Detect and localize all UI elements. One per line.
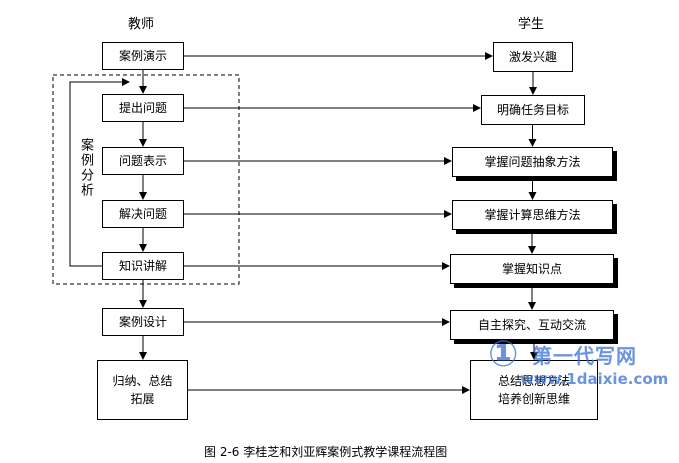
- teacher-step-case-demo: 案例演示: [102, 42, 184, 70]
- teacher-step-case-design: 案例设计: [102, 308, 184, 336]
- teacher-step-knowledge-lecture: 知识讲解: [102, 252, 184, 280]
- student-step-clarify-goal: 明确任务目标: [481, 95, 585, 125]
- case-analysis-label: 案例分析: [78, 138, 93, 198]
- student-step-abstraction-method: 掌握问题抽象方法: [452, 147, 613, 177]
- watermark-glyph: ①: [488, 334, 519, 375]
- watermark-sub: www.1daixie.com: [520, 370, 669, 388]
- loop-back-connector: [69, 78, 130, 267]
- figure-caption: 图 2-6 李桂芝和刘亚辉案例式教学课程流程图: [204, 445, 448, 459]
- student-step-stimulate-interest: 激发兴趣: [493, 42, 573, 72]
- teacher-step-solve-question: 解决问题: [102, 200, 184, 228]
- case-analysis-group-border: [52, 74, 240, 285]
- student-column-header: 学生: [518, 17, 545, 32]
- student-step-master-knowledge: 掌握知识点: [450, 254, 614, 284]
- teacher-column-header: 教师: [128, 17, 155, 32]
- watermark-main: 第一代写网: [532, 344, 637, 368]
- student-step-computational-thinking: 掌握计算思维方法: [452, 200, 613, 230]
- teacher-step-represent-question: 问题表示: [102, 147, 184, 175]
- teacher-step-summarize-extend: 归纳、总结 拓展: [97, 360, 188, 420]
- teacher-step-raise-question: 提出问题: [102, 94, 184, 122]
- student-step-innovative-thinking: 总结思想方法 培养创新思维: [470, 360, 598, 420]
- student-step-explore-interact: 自主探究、互动交流: [450, 310, 614, 340]
